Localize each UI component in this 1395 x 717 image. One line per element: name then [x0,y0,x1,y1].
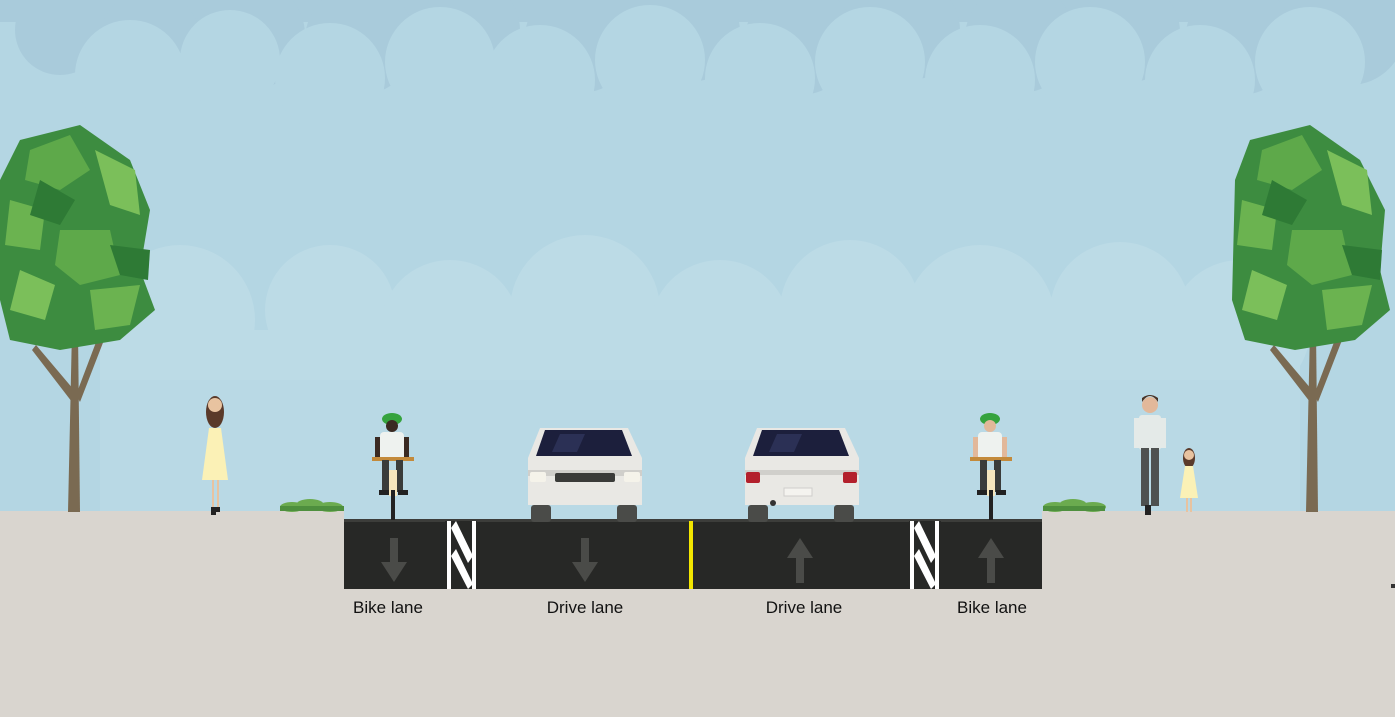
cyclist-icon-right [970,413,1012,520]
center-line [689,521,693,589]
buffer-hatch-icon-left [445,521,477,589]
tree-icon-right [1232,125,1390,512]
shrub-icon-left [280,499,344,512]
sidewalk-right [1042,511,1395,717]
cyclist-icon-left [372,413,414,520]
tree-icon-left [0,125,155,512]
top-clouds-light [75,5,1365,135]
car-front-icon [528,428,642,522]
lane-label-drive-right: Drive lane [765,598,843,617]
ground [344,589,1042,717]
car-rear-icon [745,428,859,522]
lane-arrow-icon-down-2 [572,538,598,582]
buffer-hatch-icon-right [909,521,941,589]
shrub-icon-right [1043,499,1106,512]
pedestrian-icon-woman [202,396,228,515]
lane-arrow-icon-up-2 [978,538,1004,583]
lane-arrow-icon-up-1 [787,538,813,583]
lane-label-drive-left: Drive lane [546,598,624,617]
lane-label-bike-left: Bike lane [353,598,423,617]
sidewalk-left [0,511,344,717]
lane-arrow-icon-down-1 [381,538,407,582]
pedestrian-icon-man [1134,395,1166,515]
pedestrian-icon-child [1180,448,1198,512]
lane-label-bike-right: Bike lane [957,598,1027,617]
